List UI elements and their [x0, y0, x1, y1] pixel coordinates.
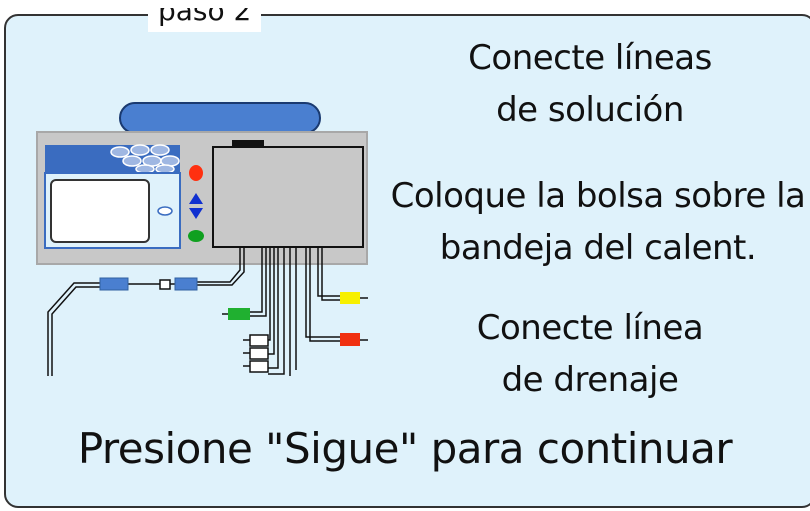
- patient-clamp: [159, 279, 171, 290]
- instruction-line: bandeja del calent.: [439, 228, 757, 268]
- display-knob: [157, 206, 173, 216]
- machine-handle: [119, 102, 321, 134]
- solution-lines: [195, 247, 340, 376]
- patient-connector-left: [99, 277, 129, 291]
- instruction-line: Conecte líneas: [468, 38, 712, 78]
- status-green-light: [188, 230, 204, 242]
- instruction-line: Conecte línea: [476, 308, 704, 348]
- up-down-arrows-icon: [189, 193, 203, 219]
- red-connector: [340, 333, 368, 346]
- green-connector: [222, 308, 250, 320]
- patient-connector-right: [174, 277, 198, 291]
- instruction-line: de solución: [496, 90, 684, 130]
- status-red-light: [189, 165, 203, 181]
- instruction-line: de drenaje: [501, 360, 679, 400]
- display-screen: [50, 179, 150, 243]
- display-button-cluster: [110, 144, 180, 174]
- warmer-bag-area: [212, 146, 364, 248]
- instruction-line: Coloque la bolsa sobre la: [390, 176, 806, 216]
- heater-tray: [232, 140, 264, 150]
- instruction-connect-solution-lines: Conecte líneas de solución: [430, 32, 750, 136]
- step-legend: paso 2: [148, 8, 262, 32]
- white-connector-stack: [243, 334, 269, 373]
- instruction-place-bag: Coloque la bolsa sobre la bandeja del ca…: [378, 170, 810, 274]
- yellow-connector: [340, 292, 368, 304]
- patient-line: [47, 282, 175, 376]
- continue-prompt: Presione "Sigue" para continuar: [77, 424, 733, 473]
- instruction-connect-drain-line: Conecte línea de drenaje: [430, 302, 750, 406]
